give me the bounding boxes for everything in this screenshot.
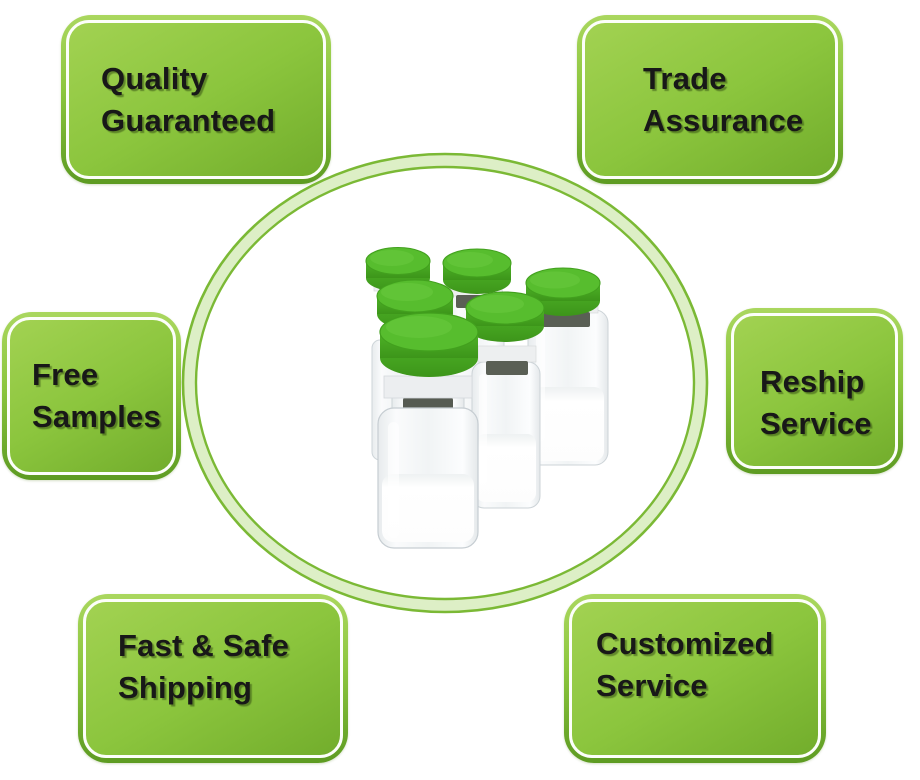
badge-fast-safe-shipping-label: Fast & Safe Shipping — [118, 627, 290, 705]
badge-customized-service-inner: Customized Service — [569, 599, 821, 758]
vial-mid-left — [371, 279, 454, 461]
vials-image — [365, 246, 609, 549]
badge-quality-guaranteed: Quality Guaranteed — [61, 15, 331, 184]
vial-back-left — [365, 246, 431, 292]
vial-back-middle — [442, 248, 512, 429]
badge-reship-service: Reship Service — [726, 308, 903, 474]
badge-trade-assurance: Trade Assurance — [577, 15, 843, 184]
badge-trade-assurance-inner: Trade Assurance — [582, 20, 838, 179]
vial-mid-right — [465, 291, 545, 509]
vial-right — [525, 267, 609, 466]
badge-customized-service-label: Customized Service — [596, 625, 774, 703]
badge-quality-guaranteed-inner: Quality Guaranteed — [66, 20, 326, 179]
vial-front — [377, 312, 479, 549]
badge-trade-assurance-label: Trade Assurance — [643, 60, 804, 138]
badge-fast-safe-shipping-inner: Fast & Safe Shipping — [83, 599, 343, 758]
badge-reship-service-label: Reship Service — [760, 364, 872, 441]
badge-free-samples-label: Free Samples — [32, 357, 161, 434]
badge-free-samples-inner: Free Samples — [7, 317, 176, 475]
badge-free-samples: Free Samples — [2, 312, 181, 480]
badge-fast-safe-shipping: Fast & Safe Shipping — [78, 594, 348, 763]
badge-reship-service-inner: Reship Service — [731, 313, 898, 469]
badge-quality-guaranteed-label: Quality Guaranteed — [101, 60, 276, 138]
badge-customized-service: Customized Service — [564, 594, 826, 763]
